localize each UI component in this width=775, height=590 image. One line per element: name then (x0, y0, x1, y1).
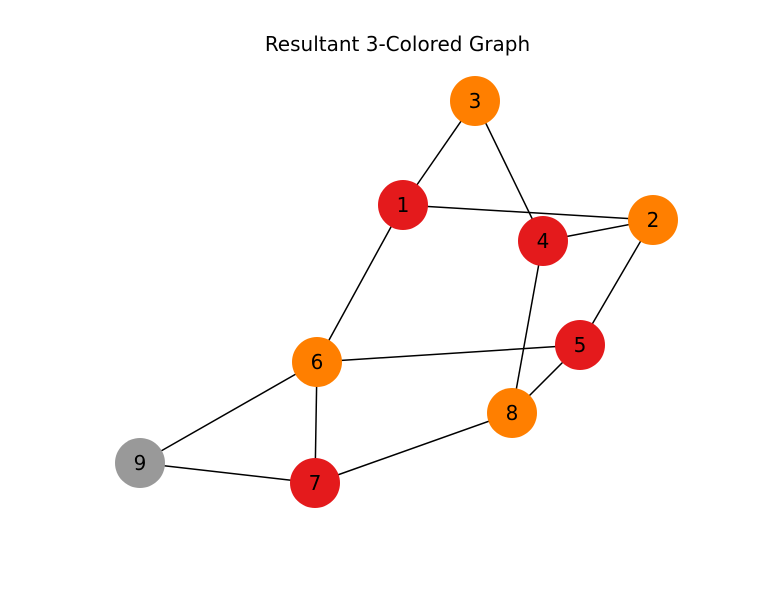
nodes-layer: 1 2 3 4 5 6 7 8 9 (115, 76, 678, 508)
node-circle-3 (450, 76, 500, 126)
node-9: 9 (115, 438, 165, 488)
node-8: 8 (487, 388, 537, 438)
edges-layer (139, 100, 654, 484)
graph-title: Resultant 3-Colored Graph (264, 32, 531, 56)
node-4: 4 (518, 216, 568, 266)
edge-7-8 (314, 412, 513, 484)
edge-9-7 (139, 462, 316, 484)
node-circle-7 (290, 458, 340, 508)
node-circle-8 (487, 388, 537, 438)
node-circle-1 (378, 180, 428, 230)
node-7: 7 (290, 458, 340, 508)
node-circle-2 (628, 195, 678, 245)
node-label-5: 5 (574, 333, 587, 357)
node-1: 1 (378, 180, 428, 230)
node-label-6: 6 (311, 350, 324, 374)
edge-4-8 (511, 240, 544, 414)
edge-1-2 (402, 204, 654, 221)
node-6: 6 (292, 337, 342, 387)
node-circle-6 (292, 337, 342, 387)
node-label-7: 7 (309, 471, 322, 495)
edge-1-6 (316, 204, 404, 363)
node-label-8: 8 (506, 401, 519, 425)
edge-3-4 (474, 100, 544, 242)
node-label-2: 2 (647, 208, 660, 232)
edge-5-6 (316, 344, 581, 363)
node-label-9: 9 (134, 451, 147, 475)
edge-6-9 (139, 361, 318, 464)
node-label-3: 3 (469, 89, 482, 113)
node-label-4: 4 (537, 229, 550, 253)
node-3: 3 (450, 76, 500, 126)
node-circle-9 (115, 438, 165, 488)
node-circle-4 (518, 216, 568, 266)
node-5: 5 (555, 320, 605, 370)
node-2: 2 (628, 195, 678, 245)
node-circle-5 (555, 320, 605, 370)
node-label-1: 1 (397, 193, 410, 217)
